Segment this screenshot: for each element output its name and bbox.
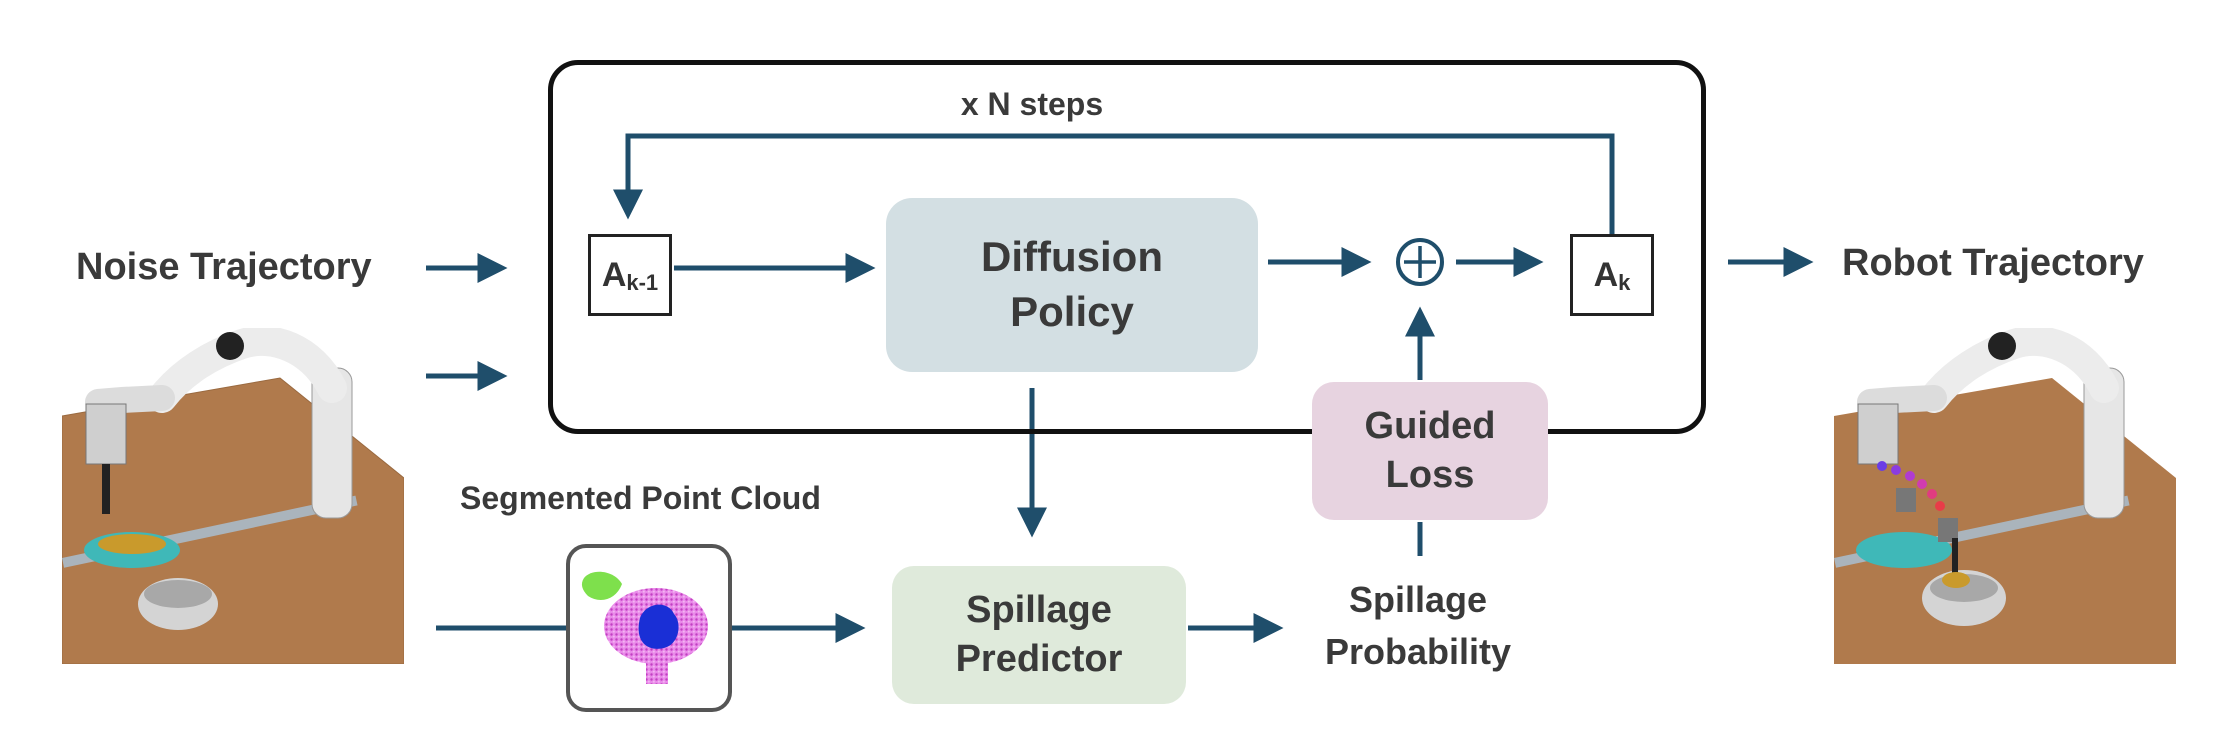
sum-operator-icon	[1396, 238, 1444, 286]
guided-loss-block: Guided Loss	[1312, 382, 1548, 520]
robot-scene-output-image	[1834, 325, 2176, 664]
denoising-loop-container	[548, 60, 1706, 434]
robot-scene-input-image	[61, 325, 405, 665]
spillage-predictor-block: Spillage Predictor	[892, 566, 1186, 704]
arrow-feedback-loop	[613, 133, 1615, 234]
spillage-probability-label: Spillage Probability	[1324, 579, 1512, 673]
steps-label: x N steps	[960, 86, 1104, 122]
diffusion-policy-block: Diffusion Policy	[886, 198, 1258, 372]
point-cloud-icon	[581, 571, 708, 684]
segmented-point-cloud-label: Segmented Point Cloud	[460, 480, 821, 516]
point-cloud-thumbnail	[566, 544, 732, 712]
noise-trajectory-label: Noise Trajectory	[76, 246, 372, 288]
robot-trajectory-label: Robot Trajectory	[1842, 242, 2144, 284]
